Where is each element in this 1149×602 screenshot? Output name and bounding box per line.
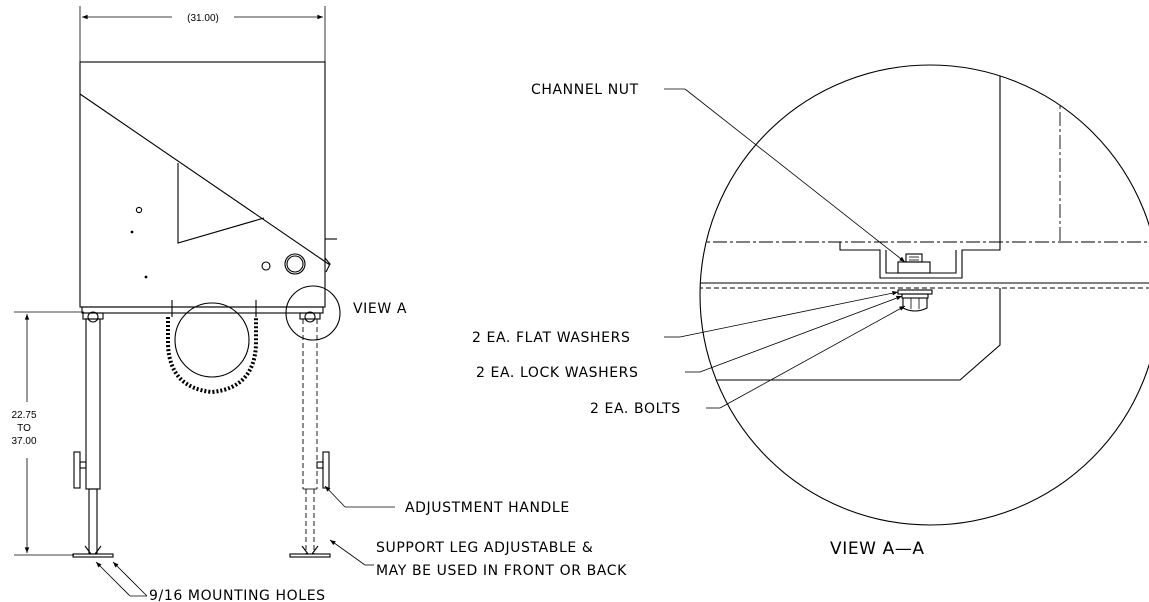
view-a-callout-circle (285, 285, 341, 341)
channel-nut (897, 261, 931, 274)
view-a-a-detail: CHANNEL NUT 2 EA. FLAT WASHERS 2 EA. LOC… (472, 64, 1149, 559)
leg-foot-left (72, 553, 114, 558)
latch-hook (324, 257, 331, 273)
foot-gusset-left-a (84, 545, 92, 555)
flat-washers-leader (679, 290, 899, 338)
foot-gusset-right-b (311, 545, 319, 555)
adjustment-handle-leader (324, 485, 346, 508)
bolts-leader (719, 305, 906, 409)
flat-washer (897, 289, 933, 295)
handle-pin-right (316, 461, 324, 469)
hole-4 (261, 261, 271, 271)
foot-gusset-left-b (94, 545, 102, 555)
leg-bracket-left (82, 312, 104, 320)
cabinet-body (79, 61, 326, 308)
leg-bolt-right (304, 311, 316, 323)
hole-2 (130, 230, 134, 234)
height-min: 22.75 (11, 410, 36, 421)
channel-profile (839, 242, 1001, 279)
leg-lower-tube-left (88, 488, 98, 555)
right-support-leg (289, 311, 331, 558)
channel-nut-top (905, 253, 923, 263)
pipe-circle (174, 302, 250, 378)
adjustment-handle-right (322, 451, 330, 489)
bolts-label: 2 EA. BOLTS (590, 401, 681, 417)
cabinet-base (81, 306, 324, 314)
leg-bracket-right (299, 312, 321, 320)
flat-washers-label: 2 EA. FLAT WASHERS (472, 330, 630, 346)
leg-foot-right (289, 553, 331, 558)
leg-bracket-profile (700, 288, 1001, 381)
adjustment-handle-label: ADJUSTMENT HANDLE (405, 500, 570, 516)
mounting-holes-leader-b (112, 561, 148, 597)
hole-1 (135, 206, 143, 214)
height-to: TO (17, 423, 31, 434)
pipe-chain (166, 317, 258, 395)
port-inner (286, 255, 304, 273)
channel-nut-label: CHANNEL NUT (531, 82, 639, 98)
detail-circle (699, 64, 1149, 526)
handle-pin-left (79, 461, 87, 469)
front-view: (31.00) (11, 6, 627, 602)
lock-washers-label: 2 EA. LOCK WASHERS (476, 365, 639, 381)
lock-washers-leader (699, 295, 903, 373)
bolt-head (902, 297, 928, 312)
mounting-holes-label: 9/16 MOUNTING HOLES (149, 588, 326, 602)
view-a-label: VIEW A (353, 301, 407, 317)
cabinet-diagonal (79, 93, 331, 266)
width-dimension: (31.00) (187, 13, 219, 24)
support-leg-leader (329, 539, 366, 566)
support-leg-label-2: MAY BE USED IN FRONT OR BACK (376, 563, 627, 579)
support-leg-label-1: SUPPORT LEG ADJUSTABLE & (376, 540, 593, 556)
adjustment-handle-left (73, 451, 81, 489)
hole-3 (144, 275, 148, 279)
channel-nut-leader (684, 88, 906, 263)
mounting-holes-leader-a (95, 561, 131, 597)
view-a-a-label: VIEW A—A (830, 539, 925, 559)
inner-triangle (177, 163, 265, 244)
leg-upper-tube-left (85, 318, 101, 490)
foot-gusset-right-a (301, 545, 309, 555)
left-support-leg (72, 311, 114, 558)
lock-washer (901, 293, 929, 299)
port-outer (284, 253, 306, 275)
leg-bolt-left (87, 311, 99, 323)
height-max: 37.00 (11, 436, 36, 447)
